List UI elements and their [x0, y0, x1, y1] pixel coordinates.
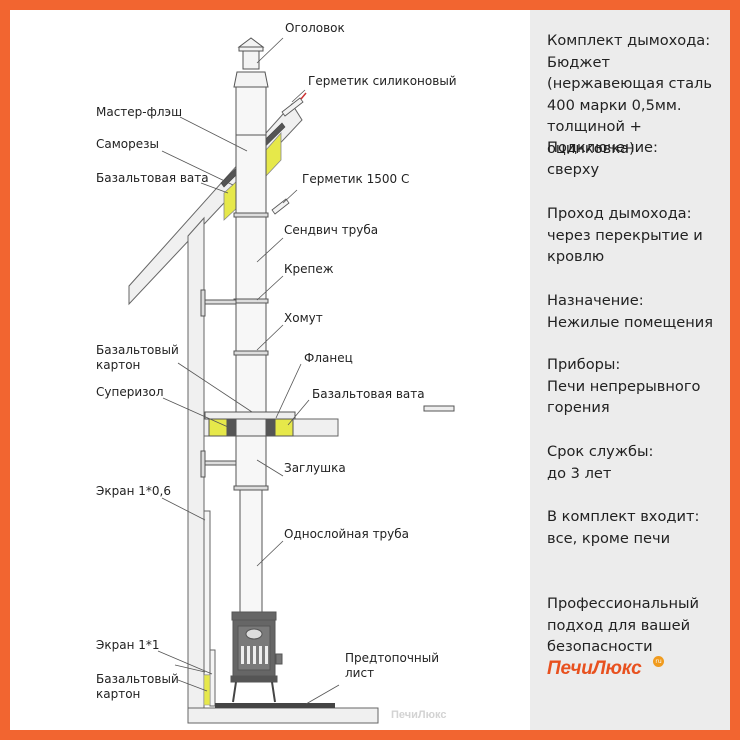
brand-logo: ПечиЛюкс — [547, 658, 642, 679]
chimney-cap — [233, 37, 269, 88]
info-connection: Подключение: сверху — [547, 139, 658, 178]
label-sealant-1500: Герметик 1500 С — [302, 172, 410, 186]
label-basalt-wool-mid: Базальтовая вата — [312, 387, 425, 401]
label-screws: Саморезы — [96, 137, 159, 151]
label-prefire-sheet: Предтопочный лист — [345, 651, 440, 680]
flange-detail — [423, 405, 455, 412]
label-cap: Оголовок — [285, 21, 345, 35]
label-basalt-wool-top: Базальтовая вата — [96, 171, 209, 185]
stove — [230, 611, 283, 703]
info-included: В комплект входит: все, кроме печи — [547, 508, 700, 547]
sandwich-pipe — [235, 86, 267, 489]
label-fastening: Крепеж — [284, 262, 334, 276]
info-kit: Комплект дымохода: Бюджет (нержавеющая с… — [547, 32, 712, 157]
label-basalt-cardboard-top: Базальтовый картон — [96, 343, 179, 372]
ceiling-passage — [204, 411, 296, 437]
info-service-life: Срок службы: до 3 лет — [547, 443, 654, 482]
screen-06 — [203, 510, 211, 676]
info-panel — [530, 10, 730, 730]
screen-1 — [209, 649, 216, 707]
label-superizol: Суперизол — [96, 385, 164, 399]
label-plug: Заглушка — [284, 461, 346, 475]
info-passage: Проход дымохода: через перекрытие и кров… — [547, 205, 703, 265]
label-clamp: Хомут — [284, 311, 323, 325]
label-master-flash: Мастер-флэш — [96, 105, 183, 119]
label-screen-1: Экран 1*1 — [96, 638, 160, 652]
label-basalt-cardboard-bottom: Базальтовый картон — [96, 672, 179, 701]
label-sandwich-pipe: Сендвич труба — [284, 223, 379, 237]
single-wall-pipe — [239, 489, 263, 613]
label-single-wall-pipe: Однослойная труба — [284, 527, 410, 541]
prefire-sheet — [215, 703, 335, 708]
watermark: ПечиЛюкс — [391, 709, 447, 721]
floor — [187, 707, 379, 724]
label-silicone-sealant: Герметик силиконовый — [308, 74, 457, 88]
label-flange: Фланец — [304, 351, 353, 365]
chimney-diagram — [128, 37, 455, 724]
label-screen-06: Экран 1*0,6 — [96, 484, 171, 498]
frame: Оголовок Герметик силиконовый Мастер-флэ… — [10, 10, 730, 730]
brand-badge: ru — [653, 656, 664, 667]
sealant-1500-tube — [271, 198, 290, 215]
silicone-sealant-tube — [281, 92, 307, 117]
leader-lines — [157, 37, 340, 705]
info-purpose: Назначение: Нежилые помещения — [547, 292, 714, 331]
pipe-clamps — [233, 212, 269, 491]
wall-brackets — [200, 289, 237, 478]
info-devices: Приборы: Печи непрерывного горения — [547, 356, 701, 416]
info-professional: Профессиональный подход для вашей безопа… — [547, 595, 700, 655]
